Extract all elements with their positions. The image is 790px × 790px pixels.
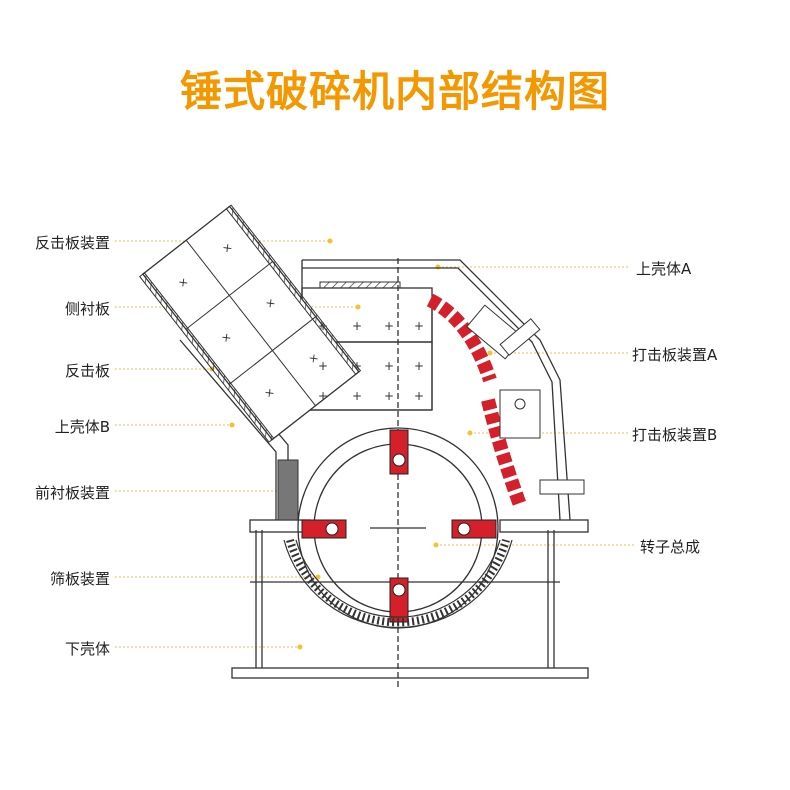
- label-screen-plate-device: 筛板装置: [49, 570, 110, 588]
- svg-text:+: +: [414, 319, 424, 333]
- label-side-liner: 侧衬板: [64, 300, 110, 318]
- svg-text:+: +: [384, 319, 394, 333]
- striking-plate-b: [481, 389, 585, 508]
- svg-text:+: +: [352, 359, 362, 373]
- svg-text:+: +: [318, 319, 328, 333]
- label-impact-plate-device: 反击板装置: [34, 234, 110, 252]
- bolt-marks: + + + + + + + + + + + +: [318, 319, 424, 403]
- svg-text:+: +: [414, 389, 424, 403]
- screen-plate: [286, 538, 510, 627]
- label-impact-plate: 反击板: [64, 362, 110, 380]
- label-front-liner-device: 前衬板装置: [34, 484, 110, 502]
- svg-text:+: +: [352, 319, 362, 333]
- svg-text:+: +: [384, 359, 394, 373]
- label-rotor-assembly: 转子总成: [640, 538, 701, 556]
- svg-text:+: +: [318, 359, 328, 373]
- diagram-title: 锤式破碎机内部结构图: [179, 67, 610, 116]
- label-striking-plate-a: 打击板装置A: [632, 346, 718, 364]
- front-liner-block: [277, 459, 299, 521]
- rotor-assembly: [297, 427, 499, 629]
- label-lower-housing: 下壳体: [64, 640, 110, 658]
- label-upper-housing-b: 上壳体B: [54, 418, 110, 436]
- impact-plate-device: ×× ×× ××: [139, 204, 362, 443]
- svg-text:+: +: [318, 389, 328, 403]
- svg-text:+: +: [414, 359, 424, 373]
- svg-text:+: +: [352, 389, 362, 403]
- label-upper-housing-a: 上壳体A: [636, 260, 692, 278]
- striking-plate-a: [426, 293, 541, 383]
- leader-dots: [209, 238, 493, 650]
- svg-text:+: +: [384, 389, 394, 403]
- top-liner-strip: [319, 281, 401, 289]
- label-striking-plate-b: 打击板装置B: [632, 426, 718, 444]
